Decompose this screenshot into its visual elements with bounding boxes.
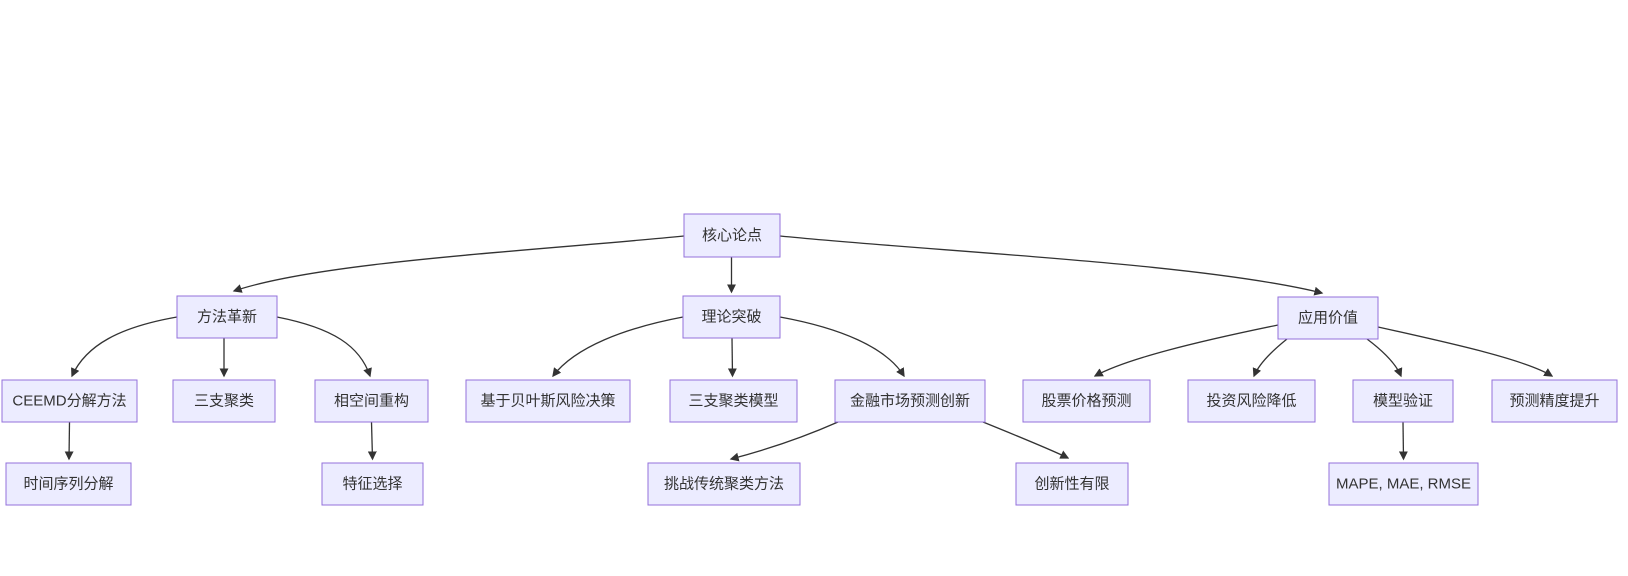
node-three-way: 三支聚类: [172, 379, 276, 423]
node-three-way-model: 三支聚类模型: [669, 379, 798, 423]
node-method-box: [176, 295, 278, 339]
node-risk-reduction-box: [1187, 379, 1316, 423]
node-core-box: [683, 213, 781, 258]
node-theory: 理论突破: [682, 295, 781, 339]
node-method-label: 方法革新: [197, 309, 257, 326]
edge-layer: [64, 235, 1554, 462]
edge-ceemd-to-time-series: [64, 421, 74, 461]
node-phase-space-box: [314, 379, 429, 423]
node-accuracy-box: [1491, 379, 1618, 423]
node-ceemd-box: [1, 379, 138, 423]
node-application-label: 应用价值: [1298, 309, 1358, 327]
node-risk-reduction: 投资风险降低: [1187, 379, 1316, 423]
node-limited-innovation: 创新性有限: [1015, 462, 1129, 506]
node-model-validation-box: [1352, 379, 1454, 423]
node-challenge-label: 挑战传统聚类方法: [664, 476, 784, 493]
node-limited-innovation-box: [1015, 462, 1129, 506]
edge-phase-space-to-feature-selection: [367, 421, 377, 461]
node-feature-selection: 特征选择: [321, 462, 424, 506]
node-metrics: MAPE, MAE, RMSE: [1328, 462, 1479, 506]
node-application-box: [1277, 296, 1379, 340]
node-bayes-box: [465, 379, 631, 423]
node-feature-selection-label: 特征选择: [342, 476, 402, 493]
node-time-series: 时间序列分解: [5, 462, 132, 506]
node-theory-box: [682, 295, 781, 339]
node-ceemd-label: CEEMD分解方法: [12, 393, 126, 410]
node-phase-space-label: 相空间重构: [334, 393, 409, 410]
node-time-series-label: 时间序列分解: [23, 476, 113, 493]
node-bayes-label: 基于贝叶斯风险决策: [480, 393, 615, 410]
node-three-way-label: 三支聚类: [194, 393, 254, 410]
edge-application-to-risk-reduction: [1252, 338, 1288, 378]
node-stock-prediction-label: 股票价格预测: [1041, 393, 1131, 410]
node-ceemd: CEEMD分解方法: [1, 379, 138, 423]
node-time-series-box: [5, 462, 132, 506]
node-three-way-model-box: [669, 379, 798, 423]
edge-finance-innovation-to-limited-innovation: [982, 421, 1070, 459]
edge-theory-to-three-way-model: [727, 337, 737, 378]
node-model-validation: 模型验证: [1352, 379, 1454, 423]
edge-theory-to-finance-innovation: [779, 316, 905, 378]
node-accuracy: 预测精度提升: [1491, 379, 1618, 423]
node-core: 核心论点: [683, 213, 781, 258]
node-theory-label: 理论突破: [701, 309, 761, 326]
node-limited-innovation-label: 创新性有限: [1034, 476, 1109, 493]
node-finance-innovation: 金融市场预测创新: [834, 379, 986, 423]
edge-application-to-stock-prediction: [1093, 324, 1279, 377]
node-phase-space: 相空间重构: [314, 379, 429, 423]
node-feature-selection-box: [321, 462, 424, 506]
node-layer: 核心论点 方法革新 理论突破 应用价值 CEEMD分解方法 三支聚类 相空间重构: [1, 213, 1618, 506]
edge-theory-to-bayes: [552, 316, 684, 378]
node-stock-prediction-box: [1022, 379, 1151, 423]
edge-application-to-accuracy: [1377, 326, 1554, 377]
node-challenge-box: [647, 462, 801, 506]
node-risk-reduction-label: 投资风险降低: [1206, 393, 1296, 410]
node-challenge: 挑战传统聚类方法: [647, 462, 801, 506]
edge-core-to-method: [232, 235, 685, 293]
edge-finance-innovation-to-challenge: [729, 421, 839, 462]
node-accuracy-label: 预测精度提升: [1509, 393, 1599, 410]
node-finance-innovation-label: 金融市场预测创新: [850, 393, 970, 410]
node-bayes: 基于贝叶斯风险决策: [465, 379, 631, 423]
node-three-way-model-label: 三支聚类模型: [688, 393, 778, 410]
edge-application-to-model-validation: [1366, 338, 1403, 378]
node-metrics-box: [1328, 462, 1479, 506]
node-metrics-label: MAPE, MAE, RMSE: [1336, 476, 1471, 493]
node-finance-innovation-box: [834, 379, 986, 423]
edge-method-to-ceemd: [71, 316, 178, 378]
edge-method-to-phase-space: [276, 316, 372, 378]
node-three-way-box: [172, 379, 276, 423]
node-application: 应用价值: [1277, 296, 1379, 340]
node-method: 方法革新: [176, 295, 278, 339]
node-stock-prediction: 股票价格预测: [1022, 379, 1151, 423]
edge-core-to-application: [779, 235, 1324, 296]
node-model-validation-label: 模型验证: [1373, 393, 1433, 410]
edge-model-validation-to-metrics: [1398, 421, 1408, 461]
node-core-label: 核心论点: [702, 227, 762, 244]
